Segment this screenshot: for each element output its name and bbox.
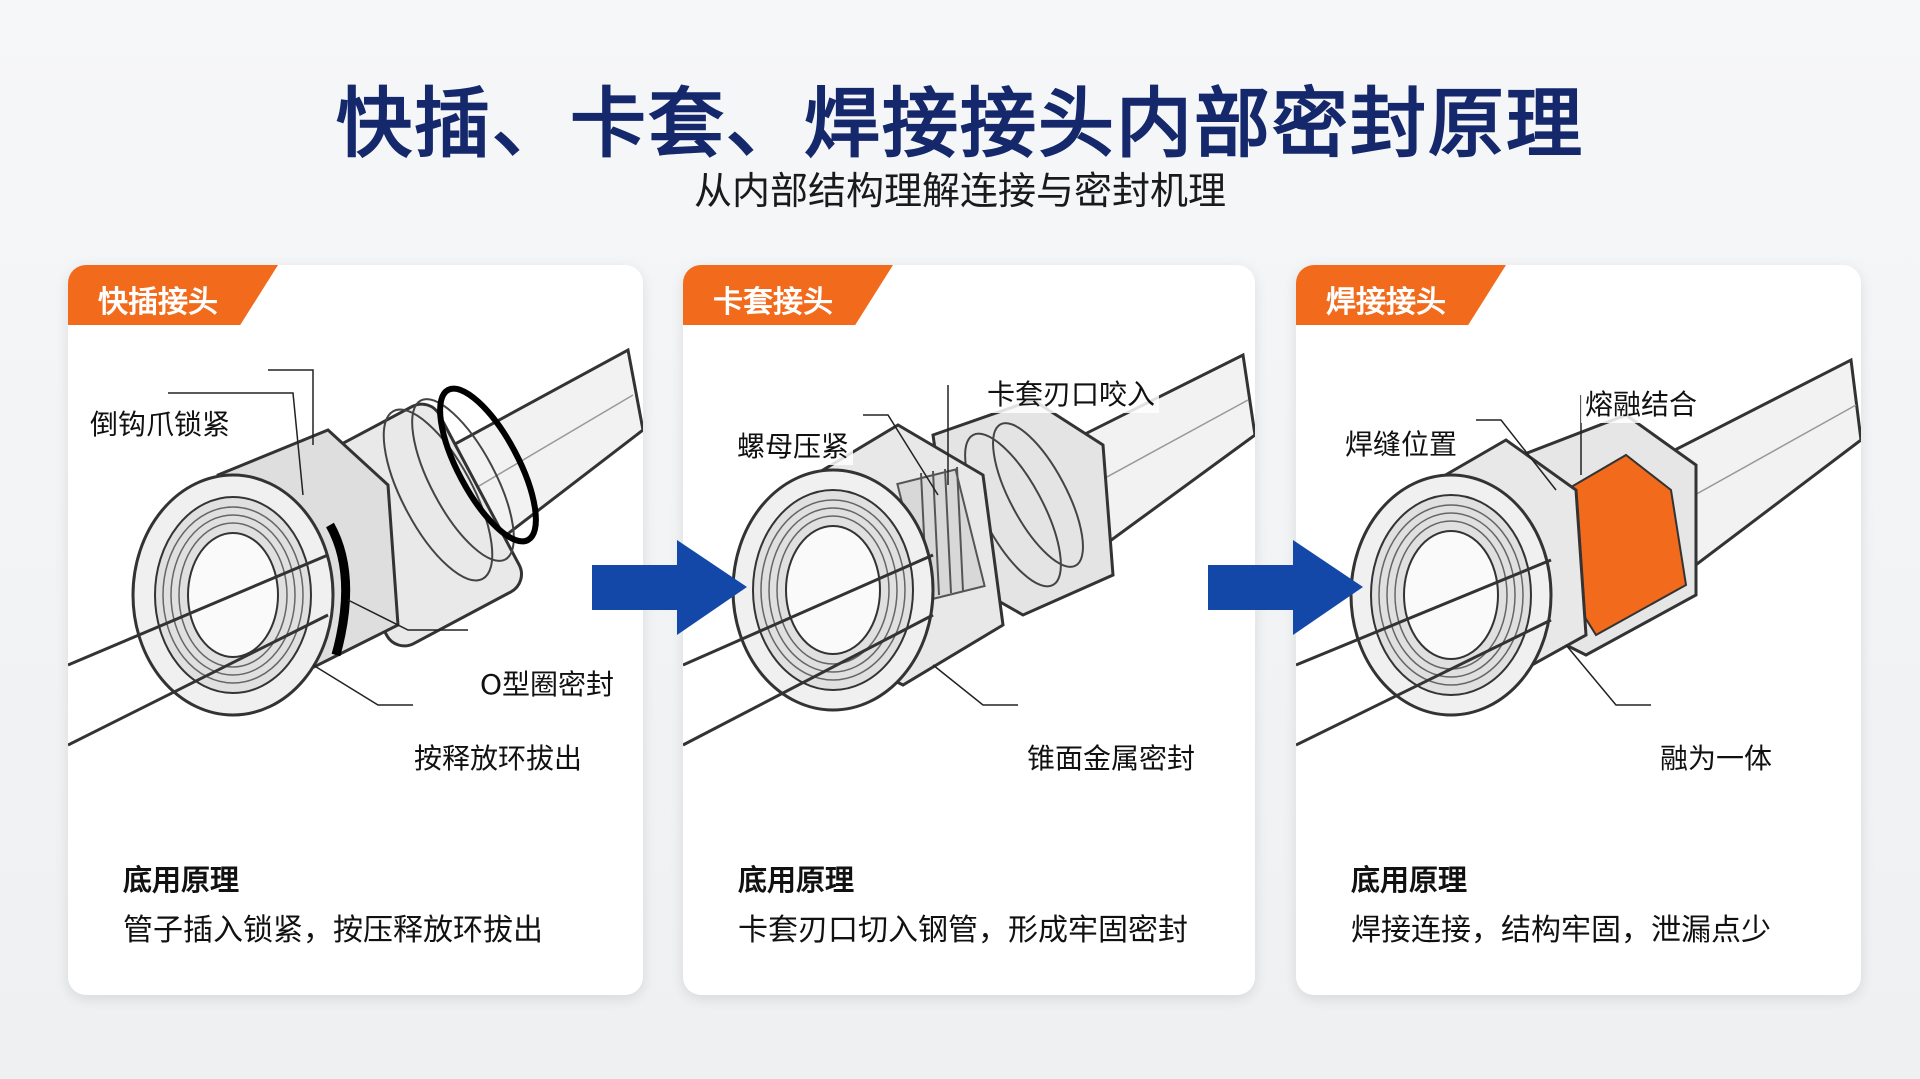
card-compression-fitting: 卡套接头 卡套 — [683, 265, 1255, 995]
label-unified: 融为一体 — [1656, 737, 1777, 777]
arrow-right-icon — [1208, 540, 1363, 635]
principle-text: 焊接连接，结构牢固，泄漏点少 — [1351, 913, 1771, 948]
principle-title: 底用原理 — [738, 863, 855, 897]
label-ferrule-bite: 卡套刃口咬入 — [983, 373, 1160, 413]
card-tab: 快插接头 — [68, 265, 278, 325]
welded-fitting-illustration — [1296, 357, 1861, 747]
label-release-ring: 按释放环拔出 — [410, 737, 587, 777]
compression-fitting-illustration — [683, 352, 1255, 747]
principle-text: 管子插入锁紧，按压释放环拔出 — [123, 913, 543, 948]
card-tab: 卡套接头 — [683, 265, 893, 325]
label-weld-seam: 焊缝位置 — [1341, 423, 1462, 463]
quick-connector-illustration — [68, 347, 643, 747]
card-welded-fitting: 焊接接头 熔融结合 焊缝位置 融为一体 底用原理 焊接连接，结构牢固，泄漏点少 — [1296, 265, 1861, 995]
arrow-right-icon — [592, 540, 747, 635]
label-fusion: 熔融结合 — [1581, 383, 1702, 423]
principle-title: 底用原理 — [1351, 863, 1468, 897]
page-title: 快插、卡套、焊接接头内部密封原理 — [336, 79, 1584, 168]
card-quick-connector: 快插接头 倒钩爪锁紧 — [68, 265, 643, 995]
card-tab: 焊接接头 — [1296, 265, 1506, 325]
page-subtitle: 从内部结构理解连接与密封机理 — [693, 169, 1226, 213]
label-cone-seal: 锥面金属密封 — [1023, 737, 1200, 777]
principle-text: 卡套刃口切入钢管，形成牢固密封 — [738, 913, 1188, 948]
label-o-ring: O型圈密封 — [476, 663, 619, 703]
label-nut-tighten: 螺母压紧 — [733, 425, 854, 465]
label-barb-lock: 倒钩爪锁紧 — [86, 403, 235, 443]
principle-title: 底用原理 — [123, 863, 240, 897]
